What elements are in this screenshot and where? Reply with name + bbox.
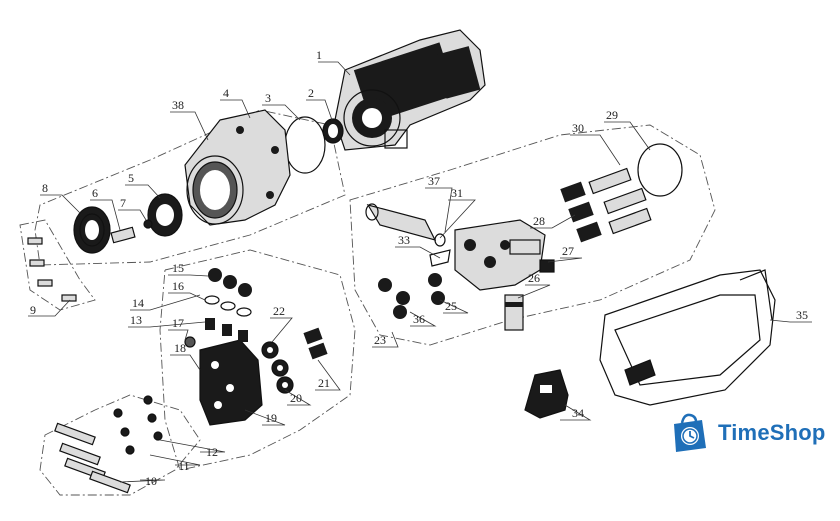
plug-screw [184, 336, 196, 348]
part-label-21: 21 [318, 376, 330, 390]
seal-ring [322, 118, 344, 144]
part-label-5: 5 [128, 171, 134, 185]
group-outline-manifold [159, 249, 356, 471]
pump-clip [429, 249, 451, 267]
part-label-26: 26 [528, 271, 540, 285]
part-labels: 1 2 3 4 5 6 7 8 9 10 11 12 13 14 15 16 1… [30, 48, 808, 488]
part-label-2: 2 [308, 86, 314, 100]
group-outline-pump-head [349, 124, 716, 346]
part-label-8: 8 [42, 181, 48, 195]
small-washer [143, 219, 153, 229]
part-label-23: 23 [374, 333, 386, 347]
bolt-washers [113, 395, 163, 455]
check-valves [378, 273, 445, 319]
small-o-ring [434, 233, 446, 247]
bearing [147, 193, 183, 237]
part-label-11: 11 [178, 459, 190, 473]
part-label-28: 28 [533, 214, 545, 228]
part-label-33: 33 [398, 233, 410, 247]
leader-lines [28, 61, 812, 483]
part-label-30: 30 [572, 121, 584, 135]
pump-cover [599, 269, 776, 406]
hex-bolt [110, 226, 136, 244]
part-label-37: 37 [428, 174, 440, 188]
part-label-25: 25 [445, 299, 457, 313]
part-label-1: 1 [316, 48, 322, 62]
flange-housing [184, 109, 291, 226]
part-label-3: 3 [265, 91, 271, 105]
part-label-7: 7 [120, 196, 126, 210]
brand-watermark: TimeShop [668, 410, 838, 456]
long-bolts [54, 422, 131, 494]
pump-head [454, 219, 546, 331]
part-label-17: 17 [172, 316, 184, 330]
part-label-13: 13 [130, 313, 142, 327]
part-label-9: 9 [30, 303, 36, 317]
pump-plug [539, 259, 555, 273]
brand-name: TimeShop [718, 420, 826, 445]
part-label-15: 15 [172, 261, 184, 275]
large-o-ring [637, 143, 683, 197]
part-label-34: 34 [572, 406, 584, 420]
part-label-19: 19 [265, 411, 277, 425]
part-label-36: 36 [413, 312, 425, 326]
part-label-14: 14 [132, 296, 144, 310]
part-label-18: 18 [174, 341, 186, 355]
group-outline-motor [34, 109, 346, 266]
switch-bracket [524, 369, 569, 419]
o-ring-large [284, 116, 326, 174]
part-label-22: 22 [273, 304, 285, 318]
oil-seal [73, 206, 111, 254]
part-label-38: 38 [172, 98, 184, 112]
part-label-31: 31 [451, 186, 463, 200]
part-label-29: 29 [606, 108, 618, 122]
piston-assembly [588, 167, 652, 235]
piston-springs [560, 181, 602, 243]
part-label-4: 4 [223, 86, 229, 100]
part-label-6: 6 [92, 186, 98, 200]
part-label-35: 35 [796, 308, 808, 322]
shopping-bag-clock-icon [674, 413, 706, 452]
manifold-block [199, 339, 263, 426]
packing-seals [261, 327, 328, 394]
group-outline-bolts [39, 394, 201, 496]
valve-caps [204, 268, 252, 342]
motor-housing [334, 29, 486, 151]
part-label-20: 20 [290, 391, 302, 405]
group-outline-left-bolts [19, 219, 96, 311]
left-mount-bolts [27, 237, 77, 302]
part-label-10: 10 [145, 474, 157, 488]
part-label-16: 16 [172, 279, 184, 293]
part-label-12: 12 [206, 445, 218, 459]
part-label-27: 27 [562, 244, 574, 258]
